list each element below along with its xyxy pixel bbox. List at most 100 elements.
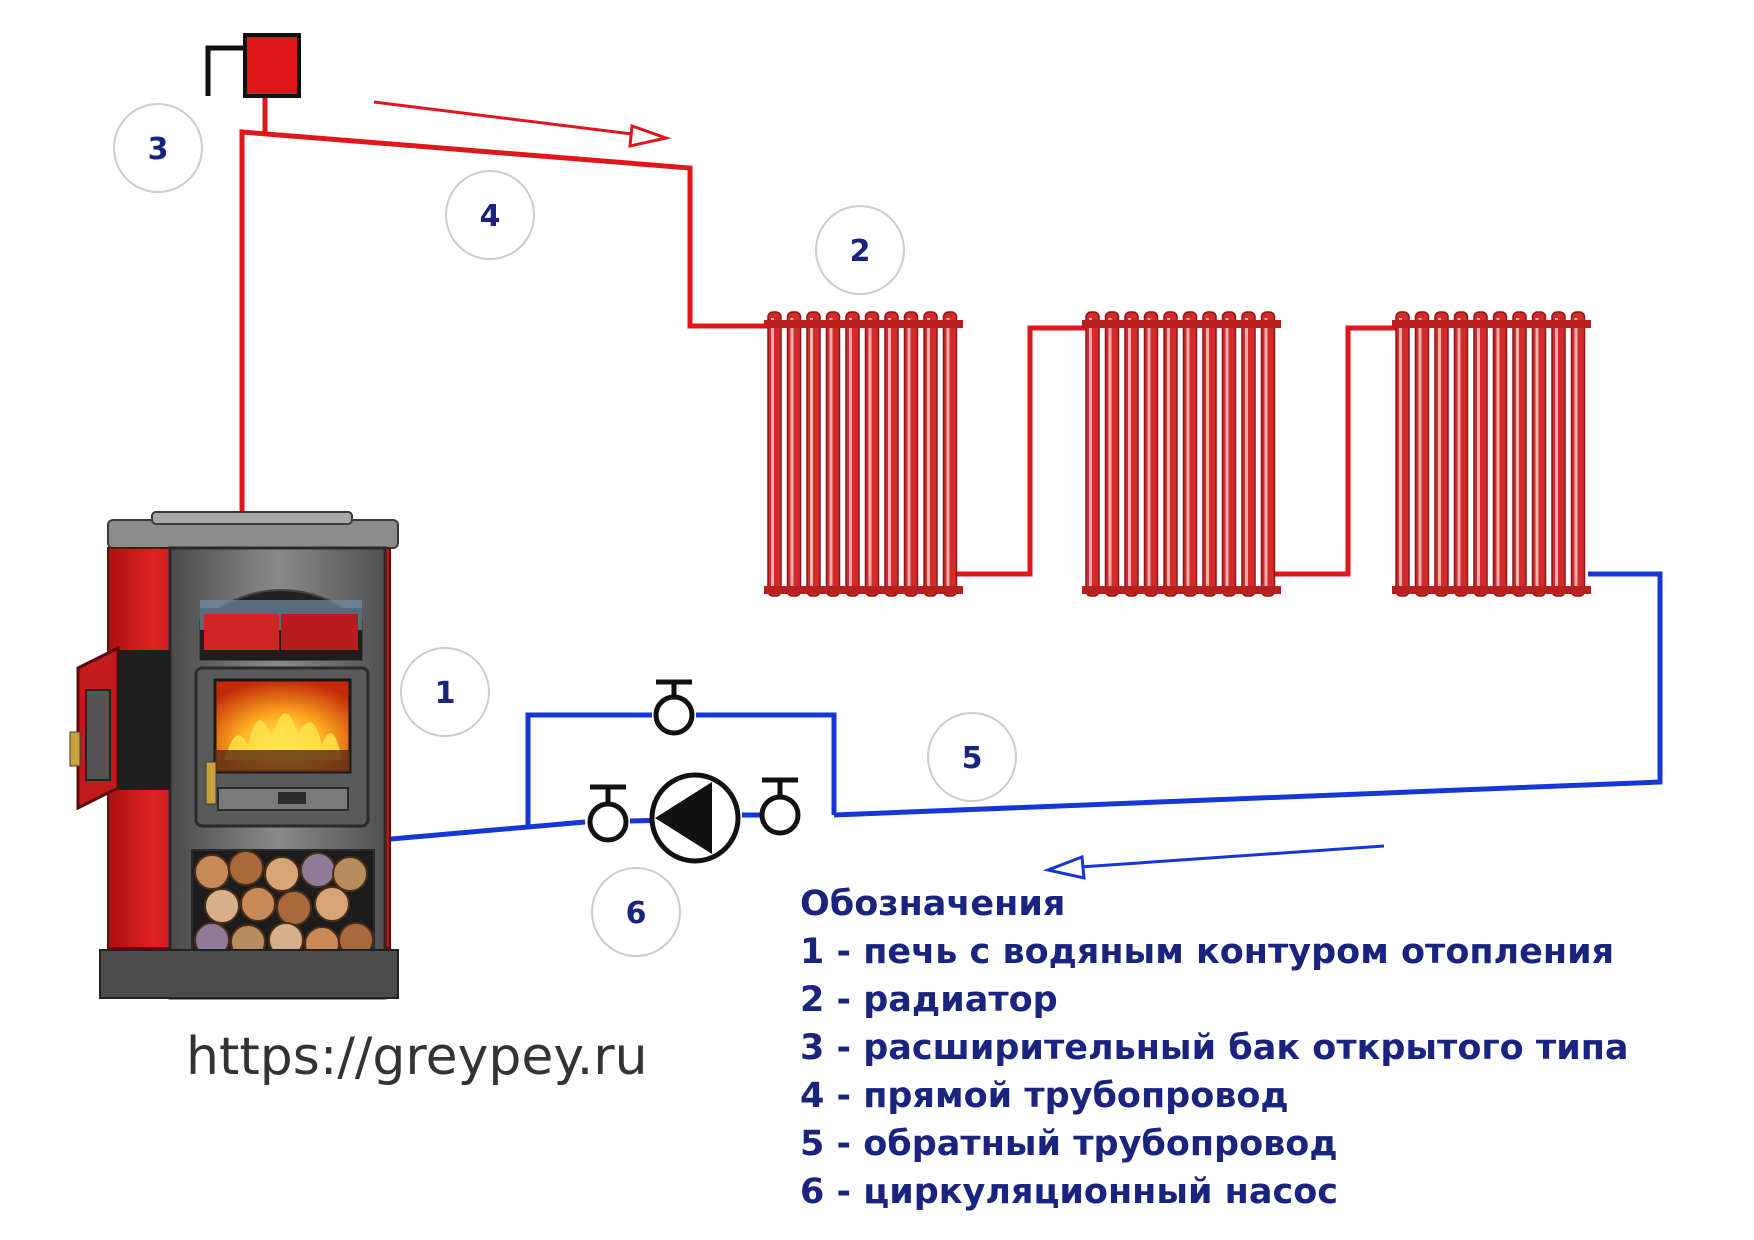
firewood-log	[264, 856, 300, 892]
radiator-section	[1202, 311, 1217, 597]
radiator-section	[1492, 311, 1508, 597]
expansion-tank	[205, 33, 301, 98]
radiator-highlight	[888, 318, 891, 590]
svg-text:6: 6	[626, 896, 647, 931]
radiator-highlight	[1457, 318, 1461, 590]
wood-stove	[69, 511, 399, 1000]
radiator-section	[1395, 311, 1410, 597]
legend-item: 4 - прямой трубопровод	[800, 1076, 1289, 1116]
radiator-section	[1163, 311, 1178, 597]
radiator-highlight	[1167, 318, 1170, 590]
radiator-highlight	[1516, 318, 1519, 590]
radiator-manifold	[1082, 320, 1281, 328]
radiator-highlight	[1245, 318, 1248, 590]
legend-item: 3 - расширительный бак открытого типа	[800, 1028, 1629, 1068]
marker-6: 6	[591, 867, 681, 957]
svg-text:5: 5	[962, 741, 983, 776]
radiator-section	[1512, 311, 1527, 597]
radiator	[764, 311, 963, 597]
radiator-section	[1241, 311, 1256, 597]
radiator-highlight	[1399, 318, 1402, 590]
radiator-highlight	[1206, 318, 1209, 590]
radiator-section	[1453, 311, 1469, 597]
marker-2: 2	[815, 205, 905, 295]
legend-item: 2 - радиатор	[800, 980, 1058, 1020]
firewood-log	[240, 886, 276, 922]
svg-text:4: 4	[480, 199, 501, 234]
radiator-manifold	[764, 586, 963, 594]
legend-item: 1 - печь с водяным контуром отопления	[800, 932, 1615, 972]
legend-title: Обозначения	[800, 884, 1066, 924]
svg-text:2: 2	[850, 234, 871, 269]
supply-flow-arrow-head	[628, 123, 672, 148]
radiator-highlight	[1555, 318, 1558, 590]
radiator-section	[884, 311, 899, 597]
radiator-section	[1124, 311, 1139, 597]
radiator-highlight	[907, 318, 911, 590]
radiator-section	[1104, 311, 1120, 597]
radiator-section	[942, 311, 958, 597]
radiator-section	[825, 311, 841, 597]
radiator-highlight	[1186, 318, 1190, 590]
valve-bypass	[653, 679, 695, 736]
radiator-highlight	[1477, 318, 1480, 590]
radiator-highlight	[1574, 318, 1578, 590]
radiator-section	[845, 311, 860, 597]
radiator-section	[767, 311, 782, 597]
firewood-log	[228, 850, 264, 886]
radiator-section	[1434, 311, 1449, 597]
firewood-log	[194, 854, 230, 890]
radiator	[1392, 311, 1591, 597]
legend-item: 5 - обратный трубопровод	[800, 1124, 1338, 1164]
radiator-section	[806, 311, 821, 597]
radiator-highlight	[1496, 318, 1500, 590]
marker-1: 1	[400, 647, 490, 737]
website-watermark: https://greypey.ru	[186, 1027, 648, 1087]
radiator-section	[1143, 311, 1159, 597]
return-flow-arrow-head	[1042, 854, 1086, 880]
radiator-highlight	[829, 318, 833, 590]
radiator-manifold	[1082, 586, 1281, 594]
radiator-highlight	[810, 318, 813, 590]
radiator-section	[786, 311, 802, 597]
radiator-highlight	[927, 318, 930, 590]
radiator-section	[1414, 311, 1430, 597]
radiator-section	[864, 311, 880, 597]
radiator-highlight	[1128, 318, 1131, 590]
supply-pipe	[239, 96, 1398, 577]
radiator-section	[1085, 311, 1100, 597]
svg-text:1: 1	[435, 676, 456, 711]
radiator-section	[1551, 311, 1566, 597]
radiator-section	[1570, 311, 1586, 597]
radiator-highlight	[946, 318, 950, 590]
radiator-manifold	[764, 320, 963, 328]
marker-5: 5	[927, 712, 1017, 802]
radiator-highlight	[1535, 318, 1539, 590]
return-pipe	[379, 571, 1663, 869]
radiator-highlight	[1225, 318, 1229, 590]
firewood-log	[204, 888, 240, 924]
radiator-section	[1531, 311, 1547, 597]
marker-4: 4	[445, 170, 535, 260]
radiator-highlight	[1147, 318, 1151, 590]
circulation-pump	[649, 772, 741, 864]
radiator-highlight	[790, 318, 794, 590]
radiator-highlight	[771, 318, 774, 590]
radiator-section	[923, 311, 938, 597]
radiator-manifold	[1392, 586, 1591, 594]
radiator-section	[1182, 311, 1198, 597]
radiator-highlight	[1418, 318, 1422, 590]
valve-left	[587, 784, 629, 843]
svg-text:3: 3	[148, 132, 169, 167]
radiator	[1082, 311, 1281, 597]
radiator-section	[903, 311, 919, 597]
radiator-highlight	[1438, 318, 1441, 590]
marker-3: 3	[113, 103, 203, 193]
radiator-highlight	[849, 318, 852, 590]
firewood-log	[276, 890, 312, 926]
legend: Обозначения 1 - печь с водяным контуром …	[800, 880, 1629, 1216]
radiator-section	[1221, 311, 1237, 597]
firewood-log	[300, 852, 336, 888]
firewood-log	[332, 856, 368, 892]
radiator-highlight	[1089, 318, 1092, 590]
